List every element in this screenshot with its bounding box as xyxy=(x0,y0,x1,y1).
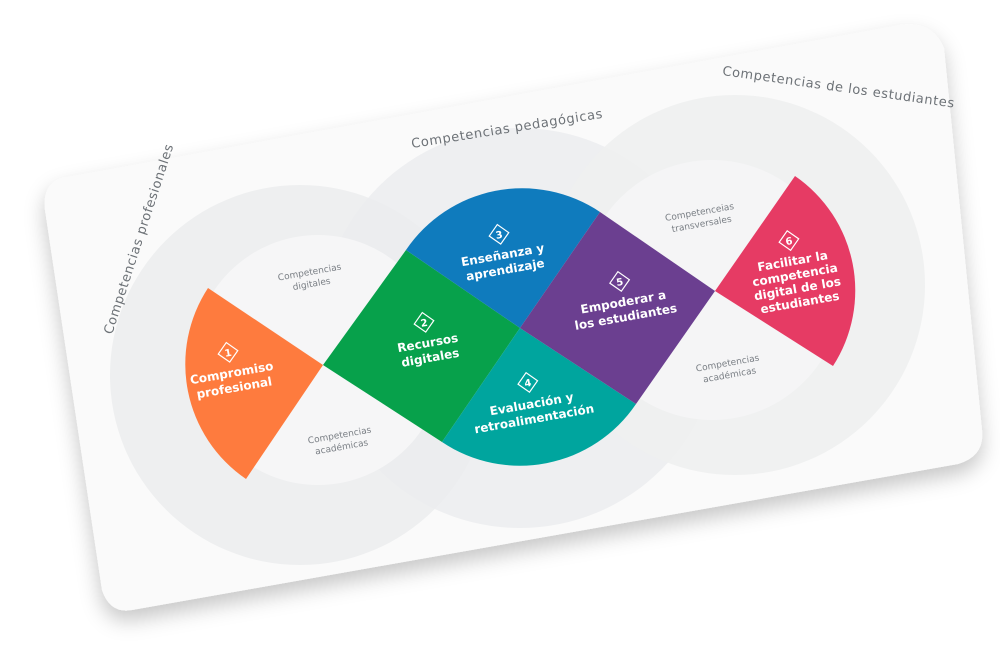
number-badge-icon xyxy=(609,270,631,293)
segment-number: 6 xyxy=(785,236,794,248)
segment-1-shape[interactable] xyxy=(185,288,323,479)
segment-1-label: 1 Compromiso profesional xyxy=(189,341,274,401)
segment-6-label: 6 Facilitar la competencia digital de lo… xyxy=(751,229,842,316)
number-badge-icon xyxy=(517,371,539,394)
segment-5-shape[interactable] xyxy=(520,212,715,404)
number-badge-icon xyxy=(217,341,239,363)
segment-number: 1 xyxy=(224,348,233,360)
number-badge-icon xyxy=(413,311,435,333)
number-badge-icon xyxy=(778,229,800,252)
segment-4-shape[interactable] xyxy=(442,328,636,466)
number-badge-icon xyxy=(488,223,510,245)
segment-number: 3 xyxy=(495,230,504,242)
segment-number: 2 xyxy=(420,318,429,330)
segment-number: 5 xyxy=(615,277,624,289)
segment-2-shape[interactable] xyxy=(323,250,520,442)
segment-3-shape[interactable] xyxy=(406,188,600,328)
segment-number: 4 xyxy=(524,378,533,390)
segment-6-shape[interactable] xyxy=(715,176,856,366)
